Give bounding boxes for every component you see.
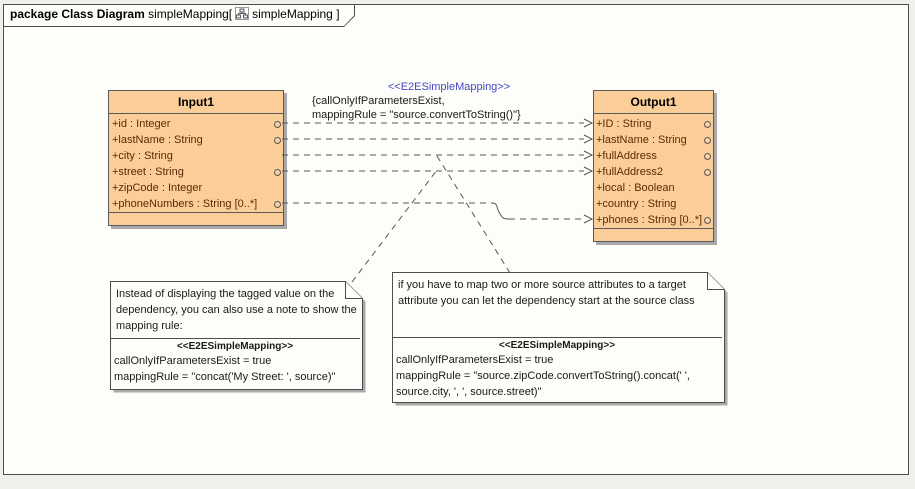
note-tagged-values: <<E2ESimpleMapping>> callOnlyIfParameter… bbox=[110, 338, 360, 385]
note-right[interactable]: if you have to map two or more source at… bbox=[392, 272, 728, 406]
attribute-text: +street : String bbox=[112, 166, 184, 178]
attribute-text: +phones : String [0..*] bbox=[596, 214, 703, 226]
attribute-id[interactable]: +ID : String bbox=[594, 116, 713, 132]
attribute-text: +ID : String bbox=[596, 118, 652, 130]
attribute-port-circle bbox=[274, 169, 281, 176]
constraint-line-1: {callOnlyIfParametersExist, bbox=[312, 95, 445, 107]
dependency-stereotype: <<E2ESimpleMapping>> bbox=[387, 81, 511, 93]
class-title: Input1 bbox=[109, 91, 283, 114]
attribute-port-circle bbox=[704, 121, 711, 128]
note-stereotype: <<E2ESimpleMapping>> bbox=[176, 341, 294, 352]
attribute-text: +city : String bbox=[112, 150, 173, 162]
arrowhead-icon bbox=[583, 214, 594, 224]
constraint-line-2: mappingRule = "source.convertToString()"… bbox=[312, 109, 521, 121]
operations-compartment bbox=[109, 213, 283, 225]
attribute-text: +id : Integer bbox=[112, 118, 171, 130]
attribute-country[interactable]: +country : String bbox=[594, 196, 713, 212]
attribute-local[interactable]: +local : Boolean bbox=[594, 180, 713, 196]
tag-mappingrule: mappingRule = "source.zipCode.convertToS… bbox=[396, 370, 690, 398]
operations-compartment bbox=[594, 229, 713, 241]
arrowhead-icon bbox=[583, 150, 594, 160]
tag-callonly: callOnlyIfParametersExist = true bbox=[114, 355, 272, 367]
attribute-port-circle bbox=[704, 153, 711, 160]
tab-fill bbox=[4, 5, 354, 26]
attribute-text: +zipCode : Integer bbox=[112, 182, 203, 194]
attribute-zipcode[interactable]: +zipCode : Integer bbox=[109, 180, 283, 196]
attributes-compartment: +ID : String +lastName : String +fullAdd… bbox=[594, 114, 713, 229]
attribute-port-circle bbox=[274, 137, 281, 144]
attribute-port-circle bbox=[704, 137, 711, 144]
note-anchor-left[interactable] bbox=[351, 169, 438, 283]
attribute-id[interactable]: +id : Integer bbox=[109, 116, 283, 132]
attribute-lastname[interactable]: +lastName : String bbox=[109, 132, 283, 148]
attribute-fulladdress[interactable]: +fullAddress bbox=[594, 148, 713, 164]
attribute-port-circle bbox=[704, 217, 711, 224]
diagram-kind-label: package Class Diagram bbox=[10, 7, 145, 21]
note-tagged-values: <<E2ESimpleMapping>> callOnlyIfParameter… bbox=[392, 337, 722, 400]
class-diagram-icon bbox=[235, 7, 250, 23]
diagram-context-label: simpleMapping[ bbox=[148, 7, 233, 21]
attributes-compartment: +id : Integer +lastName : String +city :… bbox=[109, 114, 283, 213]
attribute-phones[interactable]: +phones : String [0..*] bbox=[594, 212, 713, 228]
class-output1[interactable]: Output1 +ID : String +lastName : String … bbox=[593, 90, 714, 242]
arrowhead-icon bbox=[583, 166, 594, 176]
diagram-header-tab: package Class Diagram simpleMapping[ simp… bbox=[3, 4, 355, 27]
attribute-text: +local : Boolean bbox=[596, 182, 675, 194]
attribute-port-circle bbox=[274, 121, 281, 128]
attribute-city[interactable]: +city : String bbox=[109, 148, 283, 164]
note-stereotype: <<E2ESimpleMapping>> bbox=[498, 340, 616, 351]
dependency-label[interactable]: <<E2ESimpleMapping>> {callOnlyIfParamete… bbox=[308, 81, 590, 123]
note-text: if you have to map two or more source at… bbox=[398, 279, 695, 307]
attribute-text: +lastName : String bbox=[596, 134, 687, 146]
bracket-close: ] bbox=[336, 7, 340, 21]
class-title: Output1 bbox=[594, 91, 713, 114]
note-text: Instead of displaying the tagged value o… bbox=[116, 288, 357, 332]
attribute-phonenumbers[interactable]: +phoneNumbers : String [0..*] bbox=[109, 196, 283, 212]
attribute-text: +fullAddress bbox=[596, 150, 657, 162]
diagram-name-label: simpleMapping bbox=[252, 7, 333, 21]
class-input1[interactable]: Input1 +id : Integer +lastName : String … bbox=[108, 90, 284, 226]
attribute-text: +country : String bbox=[596, 198, 677, 210]
attribute-port-circle bbox=[704, 169, 711, 176]
line-jump bbox=[491, 202, 510, 220]
attribute-text: +lastName : String bbox=[112, 134, 203, 146]
attribute-text: +fullAddress2 bbox=[596, 166, 663, 178]
diagram-title: package Class Diagram simpleMapping[ simp… bbox=[10, 7, 340, 23]
tag-callonly: callOnlyIfParametersExist = true bbox=[396, 354, 554, 366]
tag-mappingrule: mappingRule = "concat('My Street: ', sou… bbox=[114, 371, 336, 383]
arrowhead-icon bbox=[583, 118, 594, 128]
attribute-lastname[interactable]: +lastName : String bbox=[594, 132, 713, 148]
attribute-fulladdress2[interactable]: +fullAddress2 bbox=[594, 164, 713, 180]
attribute-port-circle bbox=[274, 201, 281, 208]
attribute-text: +phoneNumbers : String [0..*] bbox=[112, 198, 258, 210]
arrowhead-icon bbox=[583, 134, 594, 144]
attribute-street[interactable]: +street : String bbox=[109, 164, 283, 180]
note-left[interactable]: Instead of displaying the tagged value o… bbox=[110, 281, 366, 393]
note-anchor-right[interactable] bbox=[436, 155, 511, 274]
